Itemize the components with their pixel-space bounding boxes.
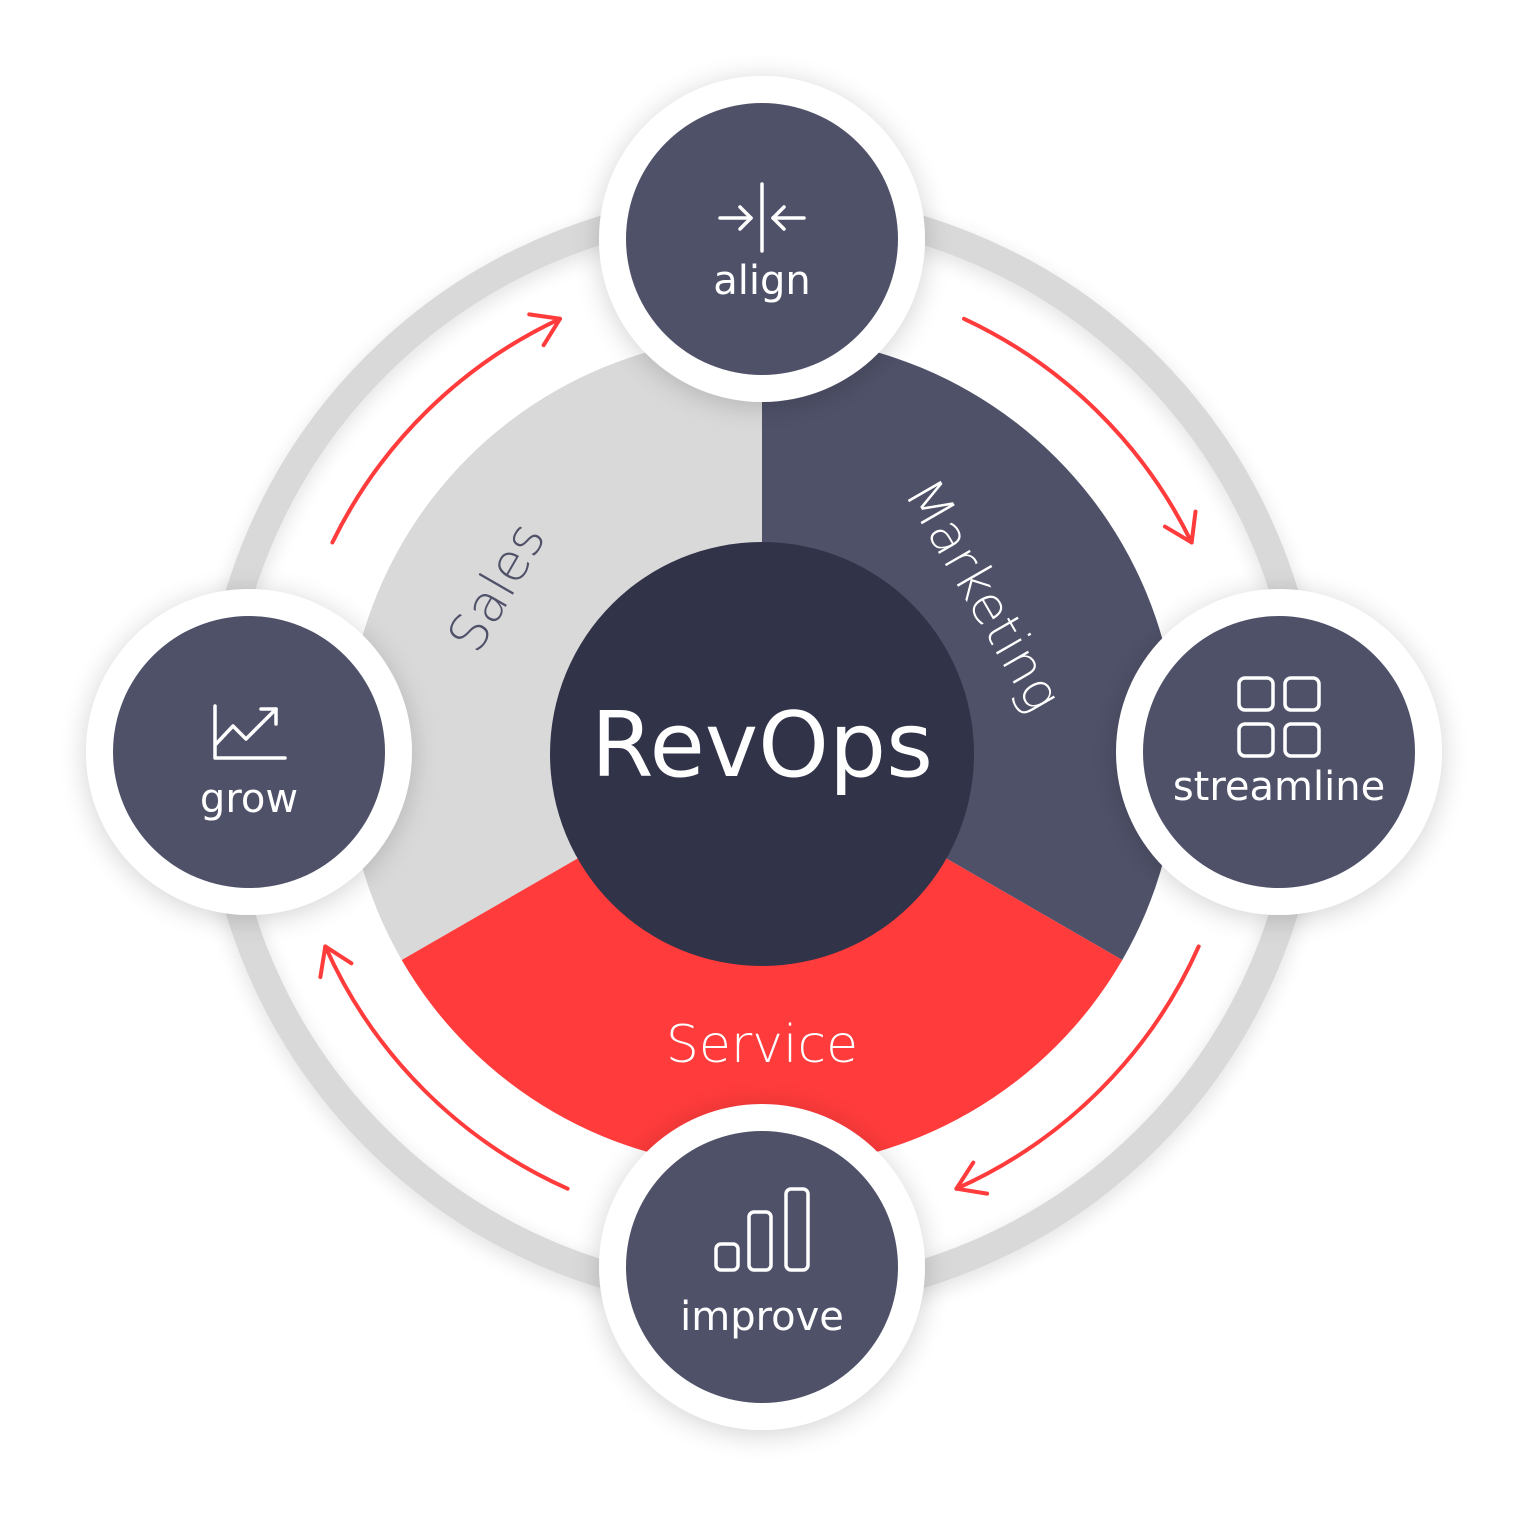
arrowhead-icon	[1162, 509, 1198, 545]
segment-label-service: Service	[666, 1015, 858, 1075]
arrow-grow-to-align	[330, 316, 562, 545]
center-circle	[550, 542, 974, 966]
grid-four-squares-icon	[1237, 676, 1321, 758]
arrowhead-icon	[527, 312, 562, 348]
node-label-streamline: streamline	[1173, 764, 1385, 810]
node-label-align: align	[713, 258, 810, 304]
node-label-grow: grow	[200, 776, 298, 822]
trending-up-chart-icon	[213, 704, 287, 760]
align-center-arrows-icon	[718, 182, 806, 253]
arrowhead-icon	[318, 944, 354, 980]
arrow-improve-to-grow	[323, 944, 570, 1191]
arrowhead-icon	[954, 1160, 990, 1196]
cycle-arrows	[318, 312, 1201, 1196]
node-core	[626, 1131, 898, 1403]
node-label-improve: improve	[680, 1294, 844, 1340]
center-hub: RevOps	[550, 542, 974, 966]
node-streamline[interactable]: streamline	[1116, 589, 1442, 915]
arrow-streamline-to-improve	[954, 944, 1201, 1191]
node-core	[113, 616, 385, 888]
center-title: RevOps	[591, 693, 933, 798]
node-improve[interactable]: improve	[599, 1104, 925, 1430]
node-align[interactable]: align	[599, 76, 925, 402]
bar-chart-icon	[714, 1187, 810, 1272]
node-core	[1143, 616, 1415, 888]
node-grow[interactable]: grow	[86, 589, 412, 915]
arrow-align-to-streamline	[962, 316, 1194, 545]
